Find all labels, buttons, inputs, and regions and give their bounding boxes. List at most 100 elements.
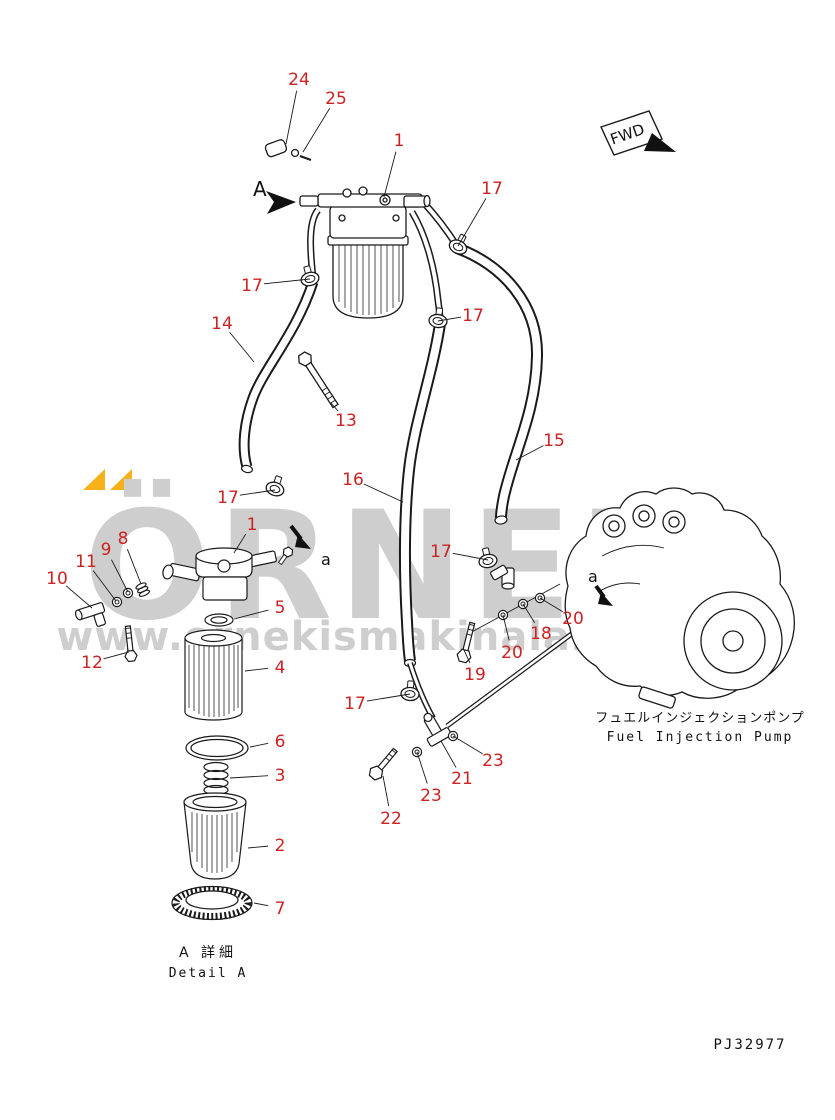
callout-leader-line	[502, 614, 510, 641]
callout-leader-line	[302, 108, 331, 153]
callout-1: 1	[394, 131, 405, 151]
callout-4: 4	[275, 658, 286, 678]
callout-10: 10	[46, 569, 68, 589]
callout-7: 7	[275, 899, 286, 919]
detail-a-assembly	[74, 546, 294, 921]
sub-arrow-a1-head	[295, 534, 311, 549]
sub-marker-a2: a	[588, 567, 598, 586]
callout-17: 17	[344, 694, 366, 714]
callout-14: 14	[211, 314, 233, 334]
callout-leader-line	[437, 316, 462, 322]
bowl2-hatching	[191, 812, 238, 873]
bolt-13	[298, 351, 339, 409]
callout-leader-line	[330, 402, 339, 412]
fwd-plate	[600, 110, 663, 156]
watermark-accent-triangle	[110, 469, 132, 490]
callout-13: 13	[335, 411, 357, 431]
callout-leader-line	[452, 552, 489, 561]
callout-17: 17	[462, 306, 484, 326]
callout-leader-line	[233, 609, 269, 620]
callout-leader-line	[363, 483, 404, 503]
callout-22: 22	[380, 809, 402, 829]
callout-15: 15	[543, 431, 565, 451]
callout-21: 21	[451, 769, 473, 789]
callout-leader-line	[285, 90, 298, 145]
fuel-injection-pump	[564, 487, 795, 709]
bolt-12	[124, 625, 138, 663]
callout-24: 24	[288, 70, 310, 90]
callout-leader-line	[126, 549, 142, 585]
sub-marker-a1: a	[321, 550, 331, 569]
callout-leader-line	[233, 533, 247, 554]
callout-leader-line	[92, 570, 117, 602]
callout-leader-line	[239, 489, 276, 496]
detail-label-english: Detail A	[169, 966, 248, 981]
callout-5: 5	[275, 598, 286, 618]
callout-9: 9	[101, 540, 112, 560]
watermark-accent-triangle	[83, 469, 105, 490]
callout-3: 3	[275, 766, 286, 786]
callout-20: 20	[501, 643, 523, 663]
callout-leader-line	[383, 151, 397, 198]
callout-25: 25	[325, 89, 347, 109]
callout-leader-line	[229, 331, 255, 363]
sub-arrow-a2-head	[598, 592, 613, 606]
callout-leader-line	[229, 775, 269, 779]
pump-label-japanese: フュエルインジェクションポンプ	[595, 711, 805, 726]
callout-leader-line	[247, 845, 269, 849]
callout-leader-line	[111, 559, 129, 593]
callout-11: 11	[75, 552, 97, 572]
fwd-arrow	[644, 133, 676, 152]
callout-23: 23	[482, 751, 504, 771]
callout-12: 12	[81, 653, 103, 673]
view-arrow	[266, 191, 296, 214]
callout-leader-line	[249, 742, 269, 748]
callout-leader-line	[263, 278, 311, 285]
bowl-hatching	[338, 245, 400, 315]
pump-label-english: Fuel Injection Pump	[607, 730, 794, 745]
bolt-19	[456, 621, 476, 664]
callout-16: 16	[342, 470, 364, 490]
elbow-fitting-18	[490, 564, 515, 590]
callout-17: 17	[217, 488, 239, 508]
callout-2: 2	[275, 836, 286, 856]
callout-19: 19	[464, 665, 486, 685]
bolt-22	[368, 747, 399, 781]
callout-leader-line	[244, 667, 269, 672]
doc-number: PJ32977	[713, 1037, 786, 1053]
callout-23: 23	[420, 786, 442, 806]
spring-3	[203, 761, 229, 796]
callout-leader-line	[416, 751, 428, 784]
view-marker-A: A	[253, 177, 267, 201]
elbow-fitting-21	[423, 712, 452, 747]
callout-18: 18	[530, 624, 552, 644]
text-labels: フュエルインジェクションポンプ Fuel Injection Pump A 詳細…	[169, 711, 805, 1053]
middle-fittings	[368, 564, 561, 781]
callout-leader-line	[366, 693, 411, 702]
callout-leader-line	[522, 603, 536, 624]
view-markers: A FWD a a	[253, 110, 676, 606]
callout-17: 17	[241, 276, 263, 296]
elbow-fitting-10	[74, 602, 106, 627]
callout-20: 20	[562, 609, 584, 629]
element-hatching	[188, 645, 239, 717]
callout-17: 17	[430, 542, 452, 562]
callout-leader-line	[440, 740, 457, 768]
callout-leader-line	[253, 902, 269, 907]
detail-label-japanese: A 詳細	[179, 945, 237, 961]
callout-leader-line	[463, 649, 471, 664]
callout-leader-line	[382, 775, 390, 807]
callout-leader-line	[457, 198, 487, 247]
bolt-17-detail	[277, 546, 294, 566]
callout-6: 6	[275, 732, 286, 752]
callout-8: 8	[118, 529, 129, 549]
callout-leader-line	[65, 585, 93, 609]
callout-leader-line	[515, 445, 544, 461]
callout-leader-line	[452, 735, 483, 755]
callout-leader-line	[103, 651, 130, 660]
callout-1: 1	[247, 515, 258, 535]
callout-leader-line	[539, 597, 563, 613]
